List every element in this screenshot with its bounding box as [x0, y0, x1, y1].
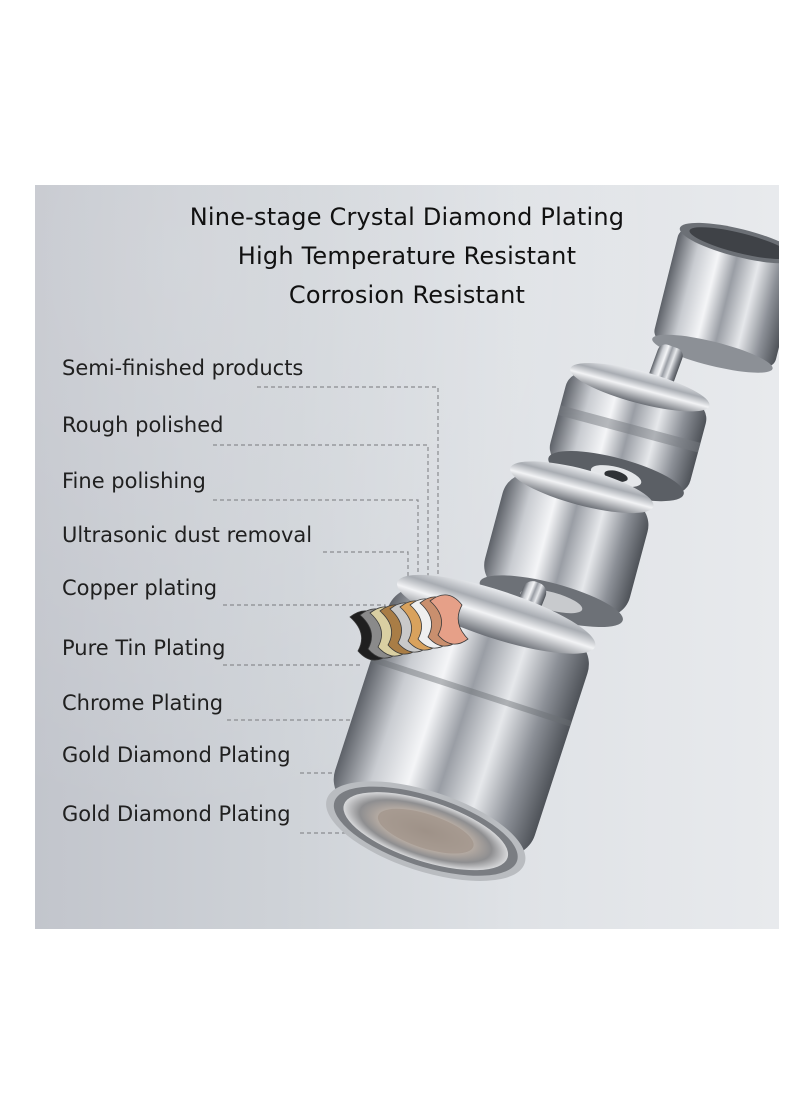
stage-label-chrome: Chrome Plating	[62, 691, 224, 715]
stage-label-copper: Copper plating	[62, 576, 218, 600]
title-line-2: High Temperature Resistant	[237, 242, 577, 270]
plating-layer-9	[429, 594, 469, 645]
stage-label-rough-polished: Rough polished	[62, 413, 224, 437]
plating-layers	[349, 594, 469, 661]
swivel-nut	[548, 363, 710, 502]
stage-label-fine-polishing: Fine polishing	[62, 469, 206, 493]
connector-cap	[652, 222, 779, 373]
faucet-aerator-illustration	[213, 222, 779, 881]
title-line-3: Corrosion Resistant	[288, 281, 526, 309]
ball-joint	[479, 461, 654, 628]
stage-label-gold-diamond-2: Gold Diamond Plating	[62, 802, 291, 826]
stage-label-gold-diamond-1: Gold Diamond Plating	[62, 743, 291, 767]
product-panel: Nine-stage Crystal Diamond Plating High …	[35, 185, 779, 929]
stage-label-ultrasonic: Ultrasonic dust removal	[62, 523, 313, 547]
stage-label-semi-finished: Semi-finished products	[62, 356, 304, 380]
stage-label-pure-tin: Pure Tin Plating	[62, 636, 226, 660]
title-line-1: Nine-stage Crystal Diamond Plating	[189, 203, 625, 231]
